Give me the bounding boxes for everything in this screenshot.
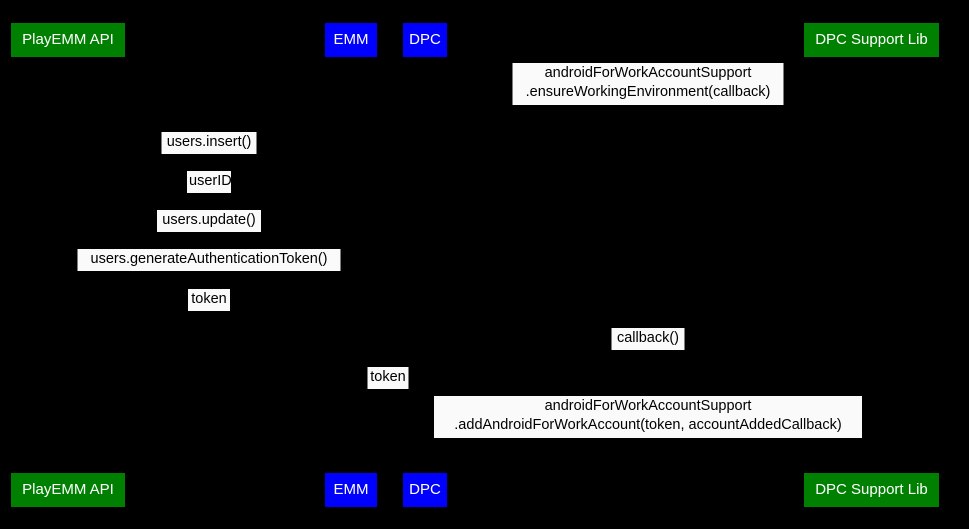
message-label-users-insert: users.insert(): [161, 132, 257, 154]
message-label-ensure-working-environment: androidForWorkAccountSupport .ensureWork…: [512, 63, 784, 105]
participant-label: DPC Support Lib: [815, 480, 928, 498]
message-arrow-add-android-for-work-account: [425, 439, 871, 440]
lifeline-playemm-api: [68, 57, 69, 472]
participant-label: DPC: [409, 30, 441, 48]
message-arrow-users-update: [68, 233, 351, 234]
lifeline-dpc-support-lib: [871, 57, 872, 472]
participant-label: DPC Support Lib: [815, 30, 928, 48]
participant-label: DPC: [409, 480, 441, 498]
message-arrow-user-id: [68, 194, 351, 195]
message-arrow-token-to-emm: [68, 312, 351, 313]
message-arrow-callback: [425, 351, 871, 352]
participant-dpc-bottom[interactable]: DPC: [403, 473, 447, 507]
message-arrow-users-generate-authentication-token: [68, 272, 351, 273]
participant-playemm-api-bottom[interactable]: PlayEMM API: [11, 473, 125, 507]
participant-emm-top[interactable]: EMM: [325, 23, 377, 57]
participant-label: EMM: [333, 480, 369, 498]
message-arrow-token-to-dpc: [351, 390, 425, 391]
participant-dpc-support-lib-bottom[interactable]: DPC Support Lib: [804, 473, 939, 507]
lifeline-dpc: [425, 57, 426, 472]
message-label-users-update: users.update(): [157, 210, 261, 232]
participant-emm-bottom[interactable]: EMM: [325, 473, 377, 507]
message-label-callback: callback(): [611, 328, 685, 350]
message-label-add-android-for-work-account: androidForWorkAccountSupport .addAndroid…: [434, 396, 862, 438]
lifeline-emm: [351, 57, 352, 472]
participant-label: PlayEMM API: [22, 480, 114, 498]
participant-dpc-top[interactable]: DPC: [403, 23, 447, 57]
participant-dpc-support-lib-top[interactable]: DPC Support Lib: [804, 23, 939, 57]
message-label-token-to-dpc: token: [367, 367, 409, 389]
message-arrow-ensure-working-environment: [425, 106, 871, 107]
message-label-token-to-emm: token: [188, 289, 230, 311]
participant-label: EMM: [333, 30, 369, 48]
message-label-users-generate-authentication-token: users.generateAuthenticationToken(): [77, 249, 341, 271]
message-arrow-users-insert: [68, 155, 351, 156]
message-label-user-id: userID: [187, 171, 232, 193]
participant-playemm-api-top[interactable]: PlayEMM API: [11, 23, 125, 57]
participant-label: PlayEMM API: [22, 30, 114, 48]
